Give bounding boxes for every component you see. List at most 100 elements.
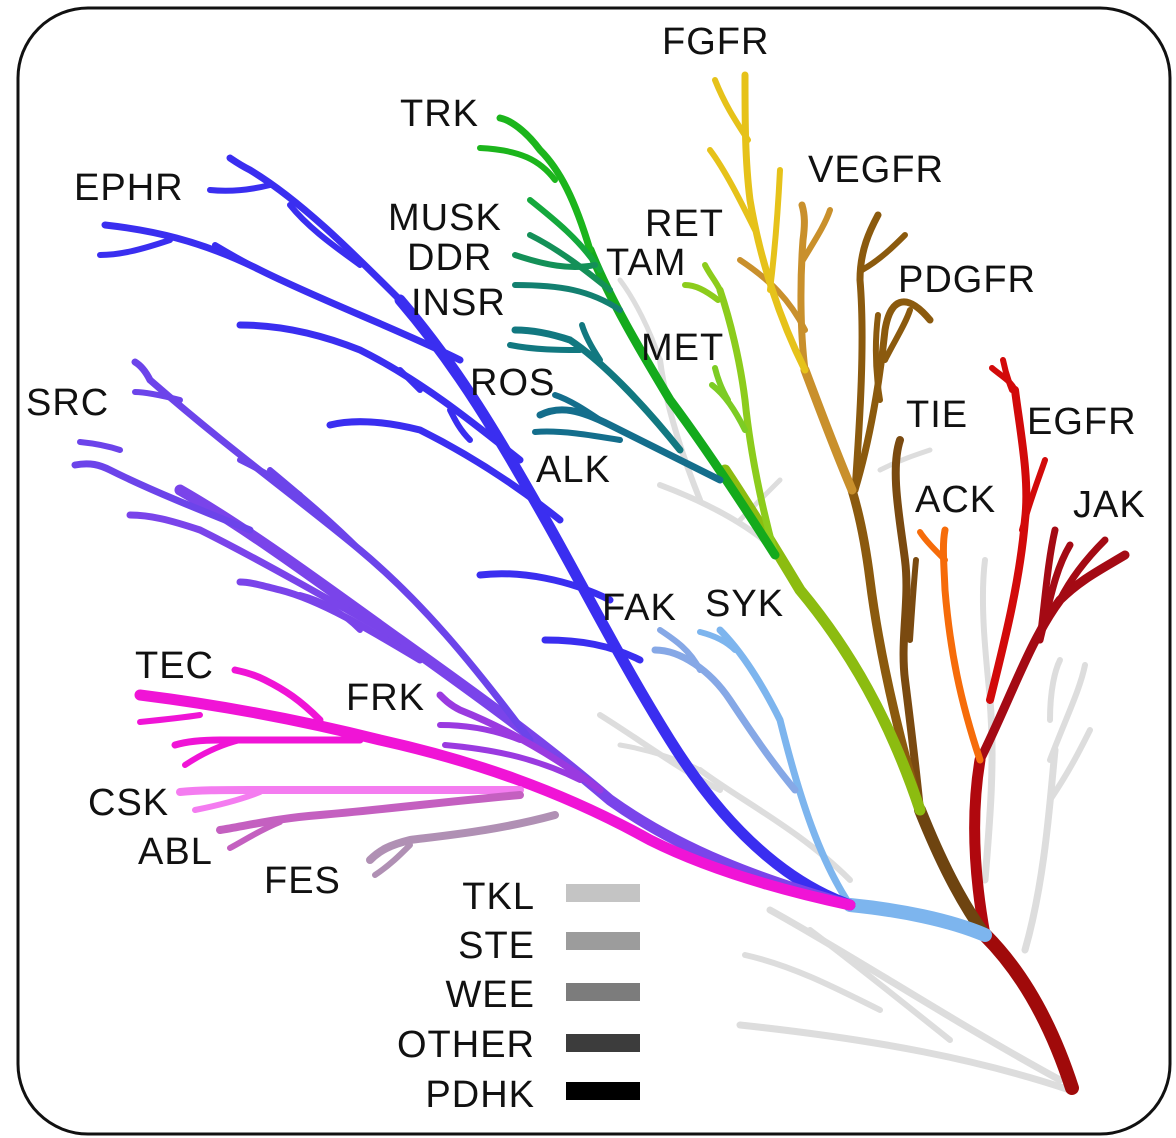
fes-branch — [372, 842, 413, 878]
tec-main-branch — [134, 689, 856, 911]
tec-branch — [231, 666, 324, 724]
family-label-jak: JAK — [1073, 484, 1146, 526]
family-label-ephr: EPHR — [74, 167, 184, 209]
family-label-musk: MUSK — [388, 197, 502, 239]
family-label-ddr: DDR — [407, 237, 492, 279]
legend-label: STE — [458, 925, 535, 967]
src-branch — [126, 511, 404, 644]
ephr-branch — [212, 242, 283, 283]
musk-branch — [527, 197, 603, 273]
family-label-fes: FES — [264, 860, 341, 902]
family-label-egfr: EGFR — [1027, 401, 1137, 443]
vegfr-branch — [797, 201, 809, 374]
diagram-frame — [16, 6, 1172, 1136]
family-label-tam: TAM — [606, 242, 686, 284]
src-branch — [132, 389, 183, 403]
ack-branch — [917, 529, 948, 563]
src-branch — [236, 578, 424, 664]
legend-label: OTHER — [397, 1024, 535, 1066]
family-label-pdgfr: PDGFR — [898, 259, 1036, 301]
legend-item-pdhk: PDHK — [425, 1074, 640, 1116]
insr-branch — [512, 282, 623, 313]
alk-branch — [552, 392, 603, 423]
family-label-fgfr: FGFR — [662, 21, 769, 63]
legend-item-wee: WEE — [445, 974, 640, 1016]
ephr-branch — [447, 407, 473, 443]
egfr-branch — [1000, 357, 1015, 393]
ephr-branch — [287, 202, 363, 268]
jak-branch — [1056, 536, 1109, 604]
egfr-branch — [1019, 457, 1048, 533]
csk-branch — [192, 789, 263, 813]
src-branch — [131, 358, 534, 744]
syk-branch — [716, 626, 854, 909]
syk-branch — [697, 629, 738, 653]
family-label-tie: TIE — [906, 394, 968, 436]
tam-branch — [682, 282, 721, 303]
family-label-frk: FRK — [346, 677, 425, 719]
family-label-trk: TRK — [400, 93, 479, 135]
background-gray-branches — [597, 277, 1093, 1094]
tie-branch — [891, 436, 924, 814]
fes-branch — [366, 811, 559, 864]
family-label-syk: SYK — [705, 583, 784, 625]
tyrosine-kinase-branches — [71, 71, 1130, 1095]
legend-swatch — [566, 983, 640, 1001]
ephr-branch — [236, 321, 524, 464]
ephr-main-branch — [394, 294, 856, 911]
gray-branch — [981, 696, 996, 884]
legend: TKL STE WEE OTHER PDHK — [397, 876, 640, 1116]
legend-swatch — [566, 1082, 640, 1100]
tam-branch — [702, 262, 723, 293]
legend-swatch — [566, 1034, 640, 1052]
fgfr-branch — [712, 77, 751, 143]
tec-branch — [182, 737, 243, 768]
ephr-branch — [326, 418, 564, 524]
tam-met-branch — [716, 286, 779, 559]
pdgfr-branch — [872, 312, 883, 403]
gray-branch — [1047, 657, 1063, 723]
gray-branch — [736, 1021, 1074, 1094]
family-label-ack: ACK — [915, 479, 996, 521]
ephr-branch — [226, 154, 404, 304]
legend-swatch — [566, 932, 640, 950]
pdgfr-tie-branch — [914, 804, 991, 941]
ros-branch — [507, 342, 583, 353]
pdgfr-branch — [859, 232, 908, 273]
ephr-branch — [97, 237, 173, 258]
jak-egfr-branch — [969, 754, 991, 941]
gray-branch — [697, 767, 853, 883]
fgfr-branch — [707, 147, 758, 233]
trk-ros-branch — [585, 245, 780, 560]
family-label-tec: TEC — [135, 645, 214, 687]
met-branch — [709, 382, 748, 433]
frk-branch — [437, 722, 523, 743]
family-label-src: SRC — [26, 382, 109, 424]
family-label-abl: ABL — [138, 831, 213, 873]
legend-item-tkl: TKL — [462, 876, 640, 918]
legend-label: WEE — [445, 974, 535, 1016]
vegfr-branch — [800, 207, 833, 263]
abl-branch — [227, 819, 283, 851]
fak-syk-branch — [843, 898, 992, 942]
gray-branch — [742, 952, 883, 1013]
alk-branch — [532, 428, 623, 443]
jak-branch — [1036, 526, 1059, 644]
fak-branch — [657, 627, 703, 673]
tie-branch — [907, 557, 919, 643]
gray-branch — [807, 927, 953, 1043]
legend-item-ste: STE — [458, 925, 640, 967]
ddr-branch — [527, 232, 613, 293]
family-label-fak: FAK — [602, 587, 677, 629]
gray-branch — [1021, 746, 1059, 954]
ephr-branch — [541, 636, 644, 664]
alk-branch — [536, 406, 724, 484]
ack-branch — [939, 526, 984, 764]
pdgfr-branch — [851, 298, 934, 494]
family-label-ros: ROS — [470, 362, 555, 404]
gray-branch — [617, 277, 663, 363]
met-branch — [712, 365, 731, 403]
ephr-branch — [476, 570, 614, 604]
legend-label: PDHK — [425, 1074, 535, 1116]
